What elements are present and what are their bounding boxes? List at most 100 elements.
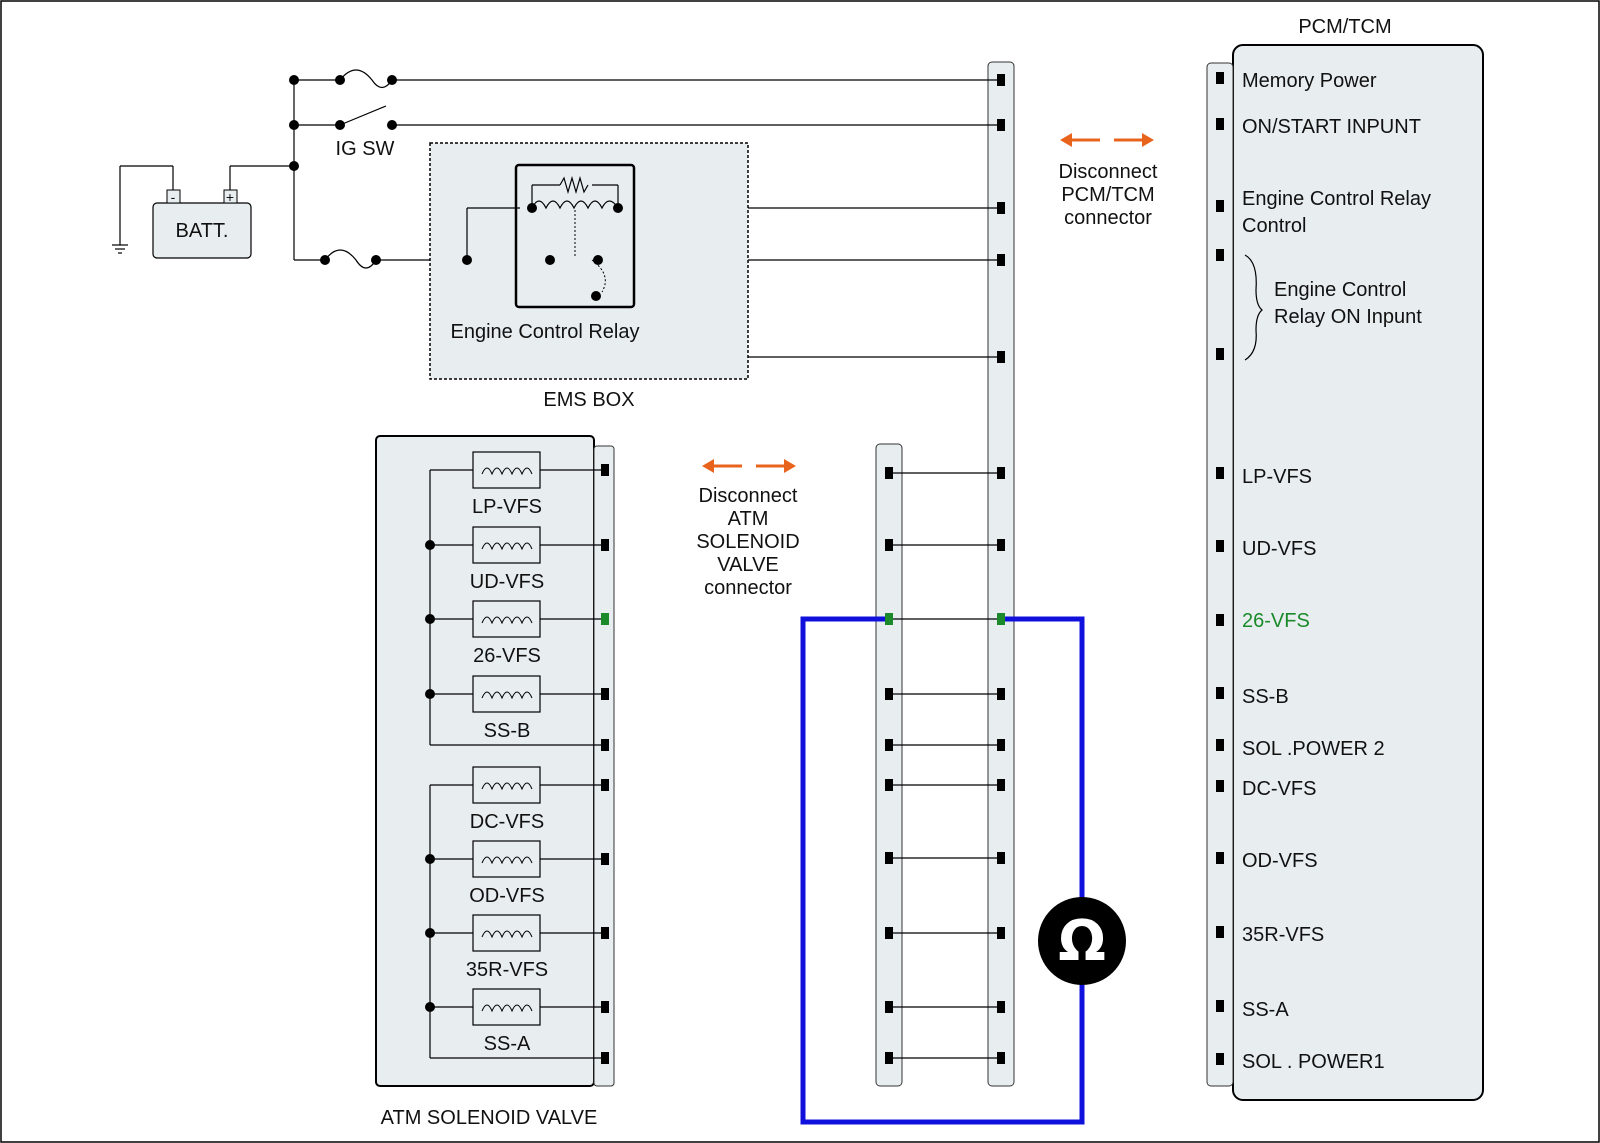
pcm-pin-label: LP-VFS bbox=[1242, 466, 1312, 488]
pcm-side-pin bbox=[997, 739, 1005, 751]
pcm-pin bbox=[1216, 926, 1224, 938]
solenoid-label: 26-VFS bbox=[473, 645, 541, 667]
brace-icon bbox=[1244, 254, 1263, 361]
pcm-pin bbox=[1216, 72, 1224, 84]
pcm-disconnect-note: Disconnect PCM/TCM connector bbox=[1059, 133, 1158, 229]
atm-connector bbox=[593, 445, 615, 1087]
pcm-side-pin bbox=[997, 539, 1005, 551]
battery-plus-label: + bbox=[226, 189, 234, 205]
pcm-disconnect-text: PCM/TCM bbox=[1061, 184, 1154, 206]
atm-disconnect-text: connector bbox=[704, 577, 792, 599]
battery-minus-label: - bbox=[171, 189, 176, 205]
solenoid-coil: SS-A bbox=[425, 988, 609, 1055]
solenoid-coil: OD-VFS bbox=[425, 840, 609, 907]
pcm-pin-label: Control bbox=[1242, 215, 1306, 237]
harness-connector-pcm-side bbox=[987, 61, 1015, 1087]
battery-plus-terminal bbox=[223, 189, 238, 204]
pcm-side-pin bbox=[997, 927, 1005, 939]
atm-pin bbox=[601, 539, 609, 551]
pcm-pin bbox=[1216, 780, 1224, 792]
pcm-side-pin bbox=[997, 254, 1005, 266]
pcm-side-pin bbox=[997, 351, 1005, 363]
harness-connector-atm-side bbox=[875, 443, 903, 1087]
atm-pin bbox=[601, 927, 609, 939]
solenoid-label: OD-VFS bbox=[469, 885, 545, 907]
pcm-disconnect-text: Disconnect bbox=[1059, 161, 1158, 183]
pcm-side-pin bbox=[997, 688, 1005, 700]
pcm-pin-label: 35R-VFS bbox=[1242, 924, 1324, 946]
ig-switch-icon bbox=[339, 105, 387, 126]
atm-side-pin bbox=[885, 779, 893, 791]
coil-icon bbox=[481, 930, 533, 939]
coil-icon bbox=[481, 467, 533, 476]
solenoid-label: UD-VFS bbox=[470, 571, 544, 593]
solenoid-coil: SS-B bbox=[425, 675, 609, 742]
solenoid-layer: LP-VFS UD-VFS 26-VFS SS-B DC-VFS OD-VFS 35R-VF… bbox=[425, 451, 609, 1055]
atm-pin-highlight bbox=[601, 613, 609, 625]
coil-icon bbox=[481, 1004, 533, 1013]
solenoid-label: SS-A bbox=[484, 1033, 531, 1055]
pcm-side-pin bbox=[997, 613, 1005, 625]
pcm-pin bbox=[1216, 687, 1224, 699]
solenoid-coil: UD-VFS bbox=[425, 526, 609, 593]
through-wires bbox=[889, 472, 1001, 1059]
battery: - + BATT. bbox=[112, 165, 252, 259]
atm-solenoid-valve-label: ATM SOLENOID VALVE bbox=[381, 1107, 598, 1129]
pcm-pin-label: UD-VFS bbox=[1242, 538, 1316, 560]
pcm-pin bbox=[1216, 200, 1224, 212]
pcm-pin-label: OD-VFS bbox=[1242, 850, 1318, 872]
pcm-pin-label: SOL .POWER 2 bbox=[1242, 738, 1385, 760]
solenoid-label: DC-VFS bbox=[470, 811, 544, 833]
pcm-title: PCM/TCM bbox=[1298, 16, 1391, 38]
atm-side-pin bbox=[885, 467, 893, 479]
pcm-side-pin bbox=[997, 1052, 1005, 1064]
pcm-pin bbox=[1216, 1000, 1224, 1012]
pcm-pin-label: SS-B bbox=[1242, 686, 1289, 708]
coil-icon bbox=[481, 691, 533, 700]
relay-contact-icon bbox=[591, 259, 606, 293]
solenoid-coil: LP-VFS bbox=[472, 451, 609, 518]
fuse-icon bbox=[339, 69, 393, 89]
pcm-side-pin bbox=[997, 1001, 1005, 1013]
pcm-pin bbox=[1216, 852, 1224, 864]
middle-connector-pins bbox=[885, 74, 1005, 1064]
atm-pin bbox=[601, 739, 609, 751]
pcm-pin bbox=[1216, 467, 1224, 479]
pcm-pin bbox=[1216, 118, 1224, 130]
coil-icon bbox=[481, 616, 533, 625]
pcm-connector bbox=[1206, 62, 1234, 1087]
ems-box-label: EMS BOX bbox=[543, 389, 634, 411]
atm-pin bbox=[601, 688, 609, 700]
pcm-pin-label: ON/START INPUNT bbox=[1242, 116, 1421, 138]
pcm-side-pin bbox=[997, 202, 1005, 214]
pcm-side-pin bbox=[997, 119, 1005, 131]
atm-pin bbox=[601, 1052, 609, 1064]
atm-pin bbox=[601, 779, 609, 791]
solenoid-label: SS-B bbox=[484, 720, 531, 742]
pcm-pin-label: DC-VFS bbox=[1242, 778, 1316, 800]
pcm-side-pin bbox=[997, 467, 1005, 479]
atm-side-pin bbox=[885, 613, 893, 625]
pcm-pin bbox=[1216, 249, 1224, 261]
atm-side-pin bbox=[885, 927, 893, 939]
ig-switch-label: IG SW bbox=[336, 138, 395, 160]
pcm-pin bbox=[1216, 1053, 1224, 1065]
solenoid-label: 35R-VFS bbox=[466, 959, 548, 981]
solenoid-label: LP-VFS bbox=[472, 496, 542, 518]
pcm-pin-label-highlight: 26-VFS bbox=[1242, 610, 1310, 632]
pcm-tcm-module: PCM/TCM Memory Power ON/START INPUNT Eng… bbox=[1206, 16, 1484, 1101]
atm-disconnect-text: Disconnect bbox=[699, 485, 798, 507]
coil-icon bbox=[481, 856, 533, 865]
solenoid-coil: DC-VFS bbox=[470, 766, 609, 833]
pcm-pin-label: Relay ON Inpunt bbox=[1274, 306, 1422, 328]
battery-label: BATT. bbox=[176, 220, 229, 242]
atm-side-pin bbox=[885, 852, 893, 864]
pcm-disconnect-text: connector bbox=[1064, 207, 1152, 229]
atm-disconnect-text: ATM bbox=[728, 508, 769, 530]
atm-pin bbox=[601, 853, 609, 865]
solenoid-coil: 26-VFS bbox=[425, 600, 609, 667]
pcm-pin bbox=[1216, 739, 1224, 751]
ems-box: Engine Control Relay bbox=[429, 142, 749, 380]
atm-side-pin bbox=[885, 739, 893, 751]
